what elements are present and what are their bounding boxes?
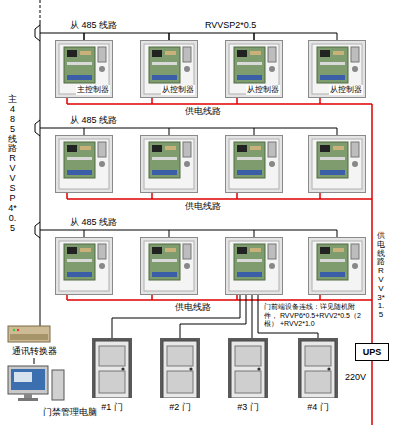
cable-connector <box>34 358 35 364</box>
comm-converter: 通讯转换器 <box>6 324 62 358</box>
controller-picture <box>141 238 198 295</box>
bus-junction <box>35 222 40 238</box>
slave-controller: 从控制器 <box>308 40 366 98</box>
ups-box: UPS <box>355 343 389 361</box>
node-text: 门禁管理电脑 <box>43 407 97 418</box>
line-label: 供电线路 <box>175 302 211 313</box>
management-pc: 门禁管理电脑 <box>6 364 98 419</box>
controller-picture <box>141 136 198 193</box>
wiring-note: 门前端设备连线：详见随机附件， RVVP6*0.5+RVV2*0.5（2根） +… <box>264 303 364 329</box>
node-text: #2 门 <box>169 402 191 413</box>
label-holder: RVVSP2*0.5 <box>205 20 256 31</box>
label-holder: 从 485 线路 <box>70 217 117 228</box>
label-holder: 供电线路 <box>175 302 211 313</box>
bus-junction <box>35 25 40 41</box>
node-text: 主控制器 <box>76 85 110 95</box>
label-holder: 门前端设备连线：详见随机附件， RVVP6*0.5+RVV2*0.5（2根） +… <box>264 303 364 329</box>
label-holder: 供电线路 <box>185 201 221 212</box>
label-holder: 220V <box>345 372 366 383</box>
slave-controller: 从控制器 <box>140 40 198 98</box>
controller-picture <box>309 238 366 295</box>
line-label: 供电线路 <box>185 201 221 212</box>
controller-picture <box>56 41 113 98</box>
line-label: 从 485 线路 <box>70 115 117 126</box>
node-text: 通讯转换器 <box>12 346 57 357</box>
door-cable <box>252 295 253 338</box>
controller-picture <box>56 136 113 193</box>
node-text: 从控制器 <box>246 85 280 95</box>
cable-connector <box>84 33 169 40</box>
controller-picture <box>226 41 283 98</box>
screen-window <box>14 372 32 382</box>
node-text: #3 门 <box>237 402 259 413</box>
label-holder: 供电线路RVV3*1.5 <box>377 232 385 320</box>
sub-485-line <box>40 230 337 231</box>
status-led <box>17 329 19 331</box>
node-text: UPS <box>363 347 382 358</box>
controller-picture <box>226 238 283 295</box>
sub-485-drop <box>84 128 337 135</box>
label-holder: 从 485 线路 <box>70 20 117 31</box>
label-holder: 主485线路RVVSP4*0.5 <box>8 95 17 233</box>
door: #4 门 <box>298 338 338 414</box>
node-text: 从控制器 <box>329 85 363 95</box>
door-cable <box>180 295 246 338</box>
node-text: #1 门 <box>101 402 123 413</box>
status-led <box>13 329 15 331</box>
line-label: 从 485 线路 <box>70 217 117 228</box>
cable-spec: RVVSP2*0.5 <box>205 20 256 31</box>
power-line <box>67 295 372 300</box>
door: #2 门 <box>160 338 200 414</box>
cable-connector <box>254 33 337 40</box>
converter-picture <box>8 326 50 342</box>
controller-picture <box>309 41 366 98</box>
voltage-label: 220V <box>345 372 366 383</box>
door-picture <box>160 338 200 398</box>
cable-connector <box>169 33 254 40</box>
master-controller: 主控制器 <box>55 40 113 98</box>
sub-485-drop <box>84 230 337 237</box>
sub-485-line <box>40 128 337 129</box>
power-trunk <box>371 104 373 425</box>
door: #3 门 <box>228 338 268 414</box>
door-picture <box>298 338 338 398</box>
door: #1 门 <box>92 338 132 414</box>
controller-picture <box>56 238 113 295</box>
line-label: 从 485 线路 <box>70 20 117 31</box>
main-485-bus <box>40 20 41 326</box>
power-line <box>67 193 372 199</box>
monitor-base <box>18 398 38 401</box>
power-label: 供电线路RVV3*1.5 <box>377 232 385 320</box>
power-line <box>67 98 372 104</box>
bus-continuation <box>40 0 41 20</box>
label-holder: 供电线路 <box>185 106 221 117</box>
controller-picture <box>226 136 283 193</box>
monitor-screen <box>11 369 45 390</box>
label-holder: 从 485 线路 <box>70 115 117 126</box>
node-text: #4 门 <box>307 402 329 413</box>
controller-picture <box>309 136 366 193</box>
monitor <box>8 366 48 394</box>
line-label: 供电线路 <box>185 106 221 117</box>
converter-front <box>10 334 48 340</box>
bus-label: 主485线路RVVSP4*0.5 <box>8 95 17 233</box>
controller-picture <box>141 41 198 98</box>
door-picture <box>92 338 132 398</box>
bus-junction <box>35 120 40 136</box>
slave-controller: 从控制器 <box>225 40 283 98</box>
door-picture <box>228 338 268 398</box>
monitor-stand <box>24 394 32 398</box>
pc-tower <box>52 370 64 400</box>
door-cable <box>112 295 240 338</box>
node-text: 从控制器 <box>161 85 195 95</box>
sub-485-line <box>40 33 84 40</box>
